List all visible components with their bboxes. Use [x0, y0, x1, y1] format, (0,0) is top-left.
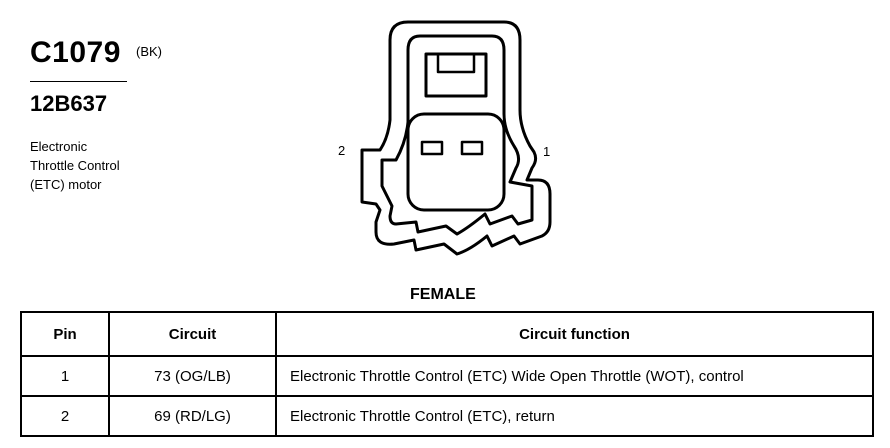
- cell-function: Electronic Throttle Control (ETC), retur…: [275, 395, 874, 437]
- column-header-circuit: Circuit: [108, 311, 277, 357]
- connector-color-code: (BK): [136, 44, 162, 59]
- connector-latch: [424, 52, 488, 98]
- table-row: 1 73 (OG/LB) Electronic Throttle Control…: [20, 355, 874, 397]
- part-number: 12B637: [30, 91, 108, 116]
- connector-outer-housing: [360, 20, 552, 256]
- cell-pin: 1: [20, 355, 110, 397]
- column-header-function: Circuit function: [275, 311, 874, 357]
- cell-function: Electronic Throttle Control (ETC) Wide O…: [275, 355, 874, 397]
- terminal-cavity-1: [460, 140, 484, 156]
- terminal-cavity-2: [420, 140, 444, 156]
- table-row: 2 69 (RD/LG) Electronic Throttle Control…: [20, 395, 874, 437]
- title-divider: [30, 81, 127, 82]
- column-header-pin: Pin: [20, 311, 110, 357]
- table-header-row: Pin Circuit Circuit function: [20, 311, 874, 357]
- cell-pin: 2: [20, 395, 110, 437]
- pinout-table: Pin Circuit Circuit function 1 73 (OG/LB…: [20, 311, 874, 437]
- connector-terminal-body: [406, 112, 506, 212]
- component-description: Electronic Throttle Control (ETC) motor: [30, 137, 200, 194]
- cell-circuit: 69 (RD/LG): [108, 395, 277, 437]
- description-line: (ETC) motor: [30, 177, 102, 192]
- description-line: Throttle Control: [30, 158, 120, 173]
- connector-gender-label: FEMALE: [410, 286, 476, 303]
- connector-latch-tab: [436, 54, 476, 74]
- cell-circuit: 73 (OG/LB): [108, 355, 277, 397]
- pin-label-1: 1: [543, 144, 551, 159]
- connector-id: C1079: [30, 36, 121, 69]
- connector-face-drawing: [360, 20, 552, 256]
- connector-inner-wall: [380, 34, 534, 236]
- pin-label-2: 2: [338, 143, 346, 158]
- description-line: Electronic: [30, 139, 88, 154]
